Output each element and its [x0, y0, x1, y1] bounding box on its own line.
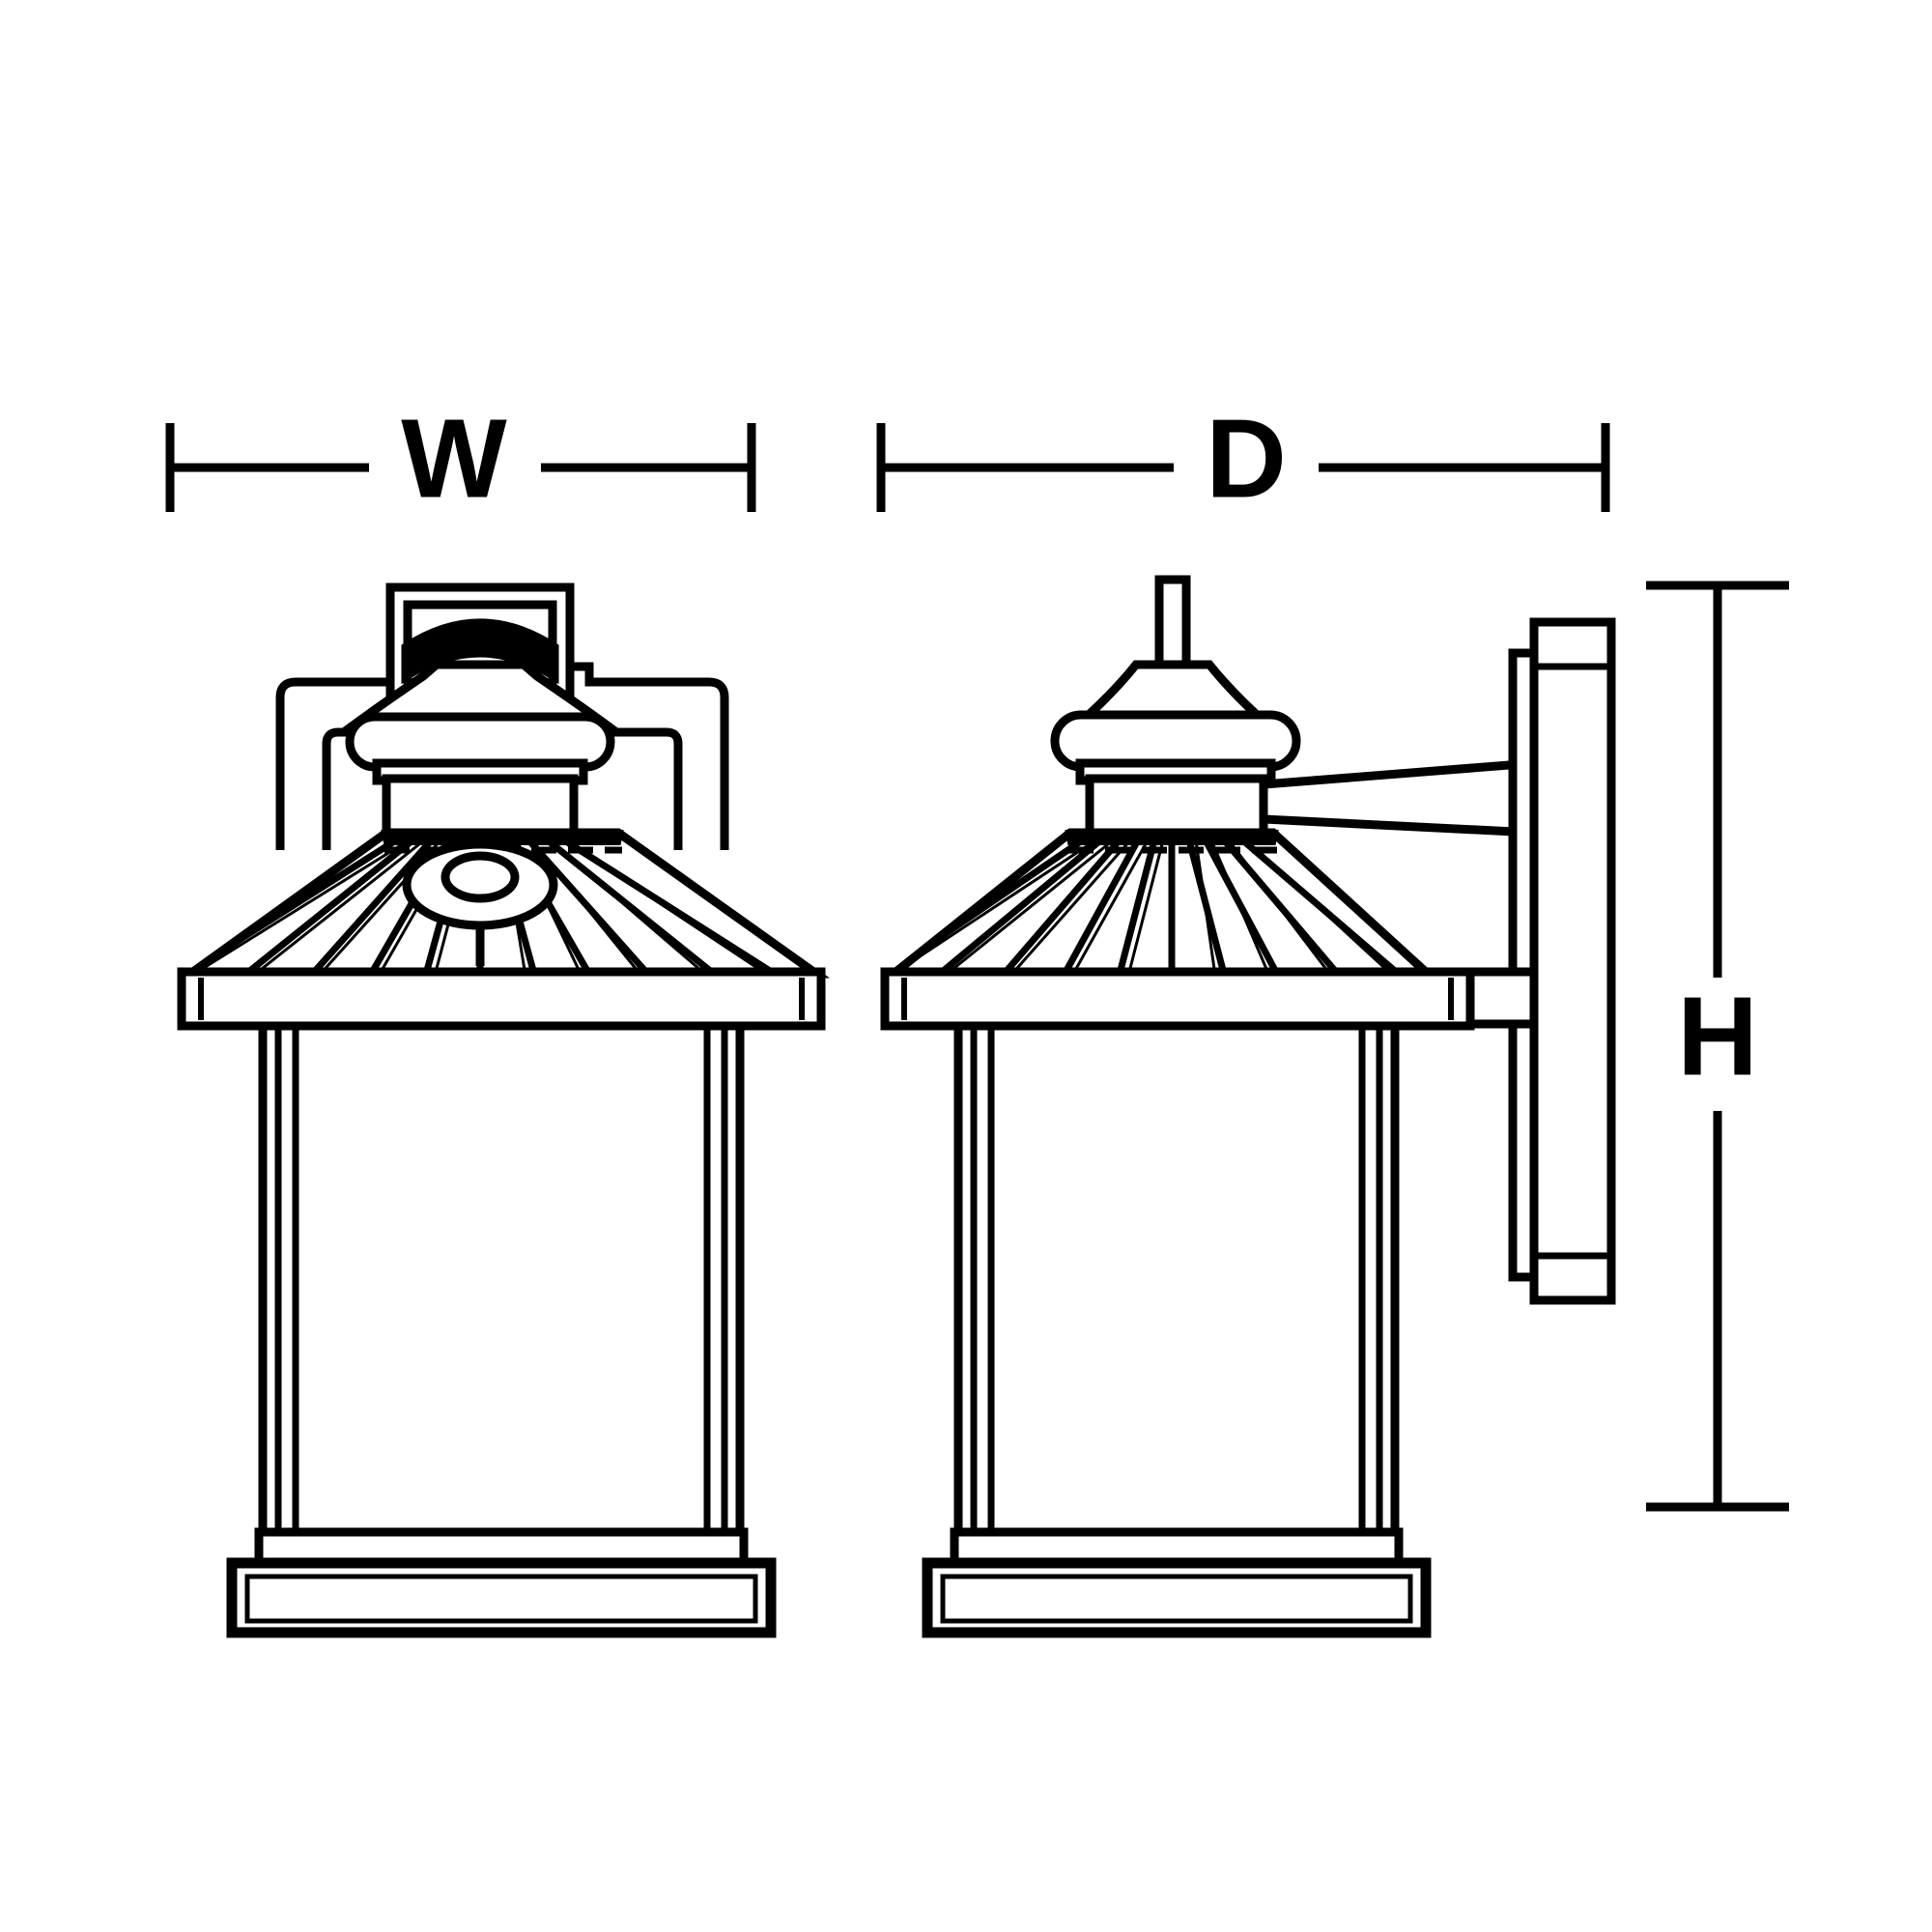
- side-ribbed-roof: [881, 828, 1439, 979]
- wall-mount-plate: [1463, 617, 1616, 1305]
- side-corner-post-right: [1358, 1026, 1383, 1540]
- side-neck-column: [1085, 774, 1268, 841]
- front-view: [177, 582, 831, 1638]
- side-base-assembly: [922, 1527, 1432, 1638]
- collar-band: [345, 712, 615, 785]
- dimension-height: [1646, 581, 1789, 1512]
- corner-post-right: [703, 1026, 728, 1540]
- side-roof-apex-band: [1065, 830, 1279, 854]
- curved-arm: [401, 618, 559, 685]
- tapered-arm: [1259, 758, 1539, 838]
- dimension-depth: [876, 423, 1610, 512]
- side-collar-band: [1050, 710, 1301, 785]
- dimension-width: [165, 423, 756, 512]
- side-glass-body: [953, 1021, 1400, 1545]
- depth-label: D: [1206, 396, 1287, 522]
- base-assembly: [226, 1527, 777, 1638]
- roof-rim: [177, 967, 826, 1031]
- side-view: [880, 575, 1616, 1638]
- glass-body: [258, 1021, 745, 1545]
- side-roof-rim: [880, 967, 1475, 1031]
- neck-column: [382, 774, 579, 841]
- side-corner-post-left: [970, 1026, 995, 1540]
- roof-medallion: [402, 839, 558, 966]
- corner-post-left: [274, 1026, 299, 1540]
- height-label: H: [1677, 974, 1758, 1099]
- width-label: W: [401, 396, 507, 522]
- ribbed-roof: [177, 828, 831, 979]
